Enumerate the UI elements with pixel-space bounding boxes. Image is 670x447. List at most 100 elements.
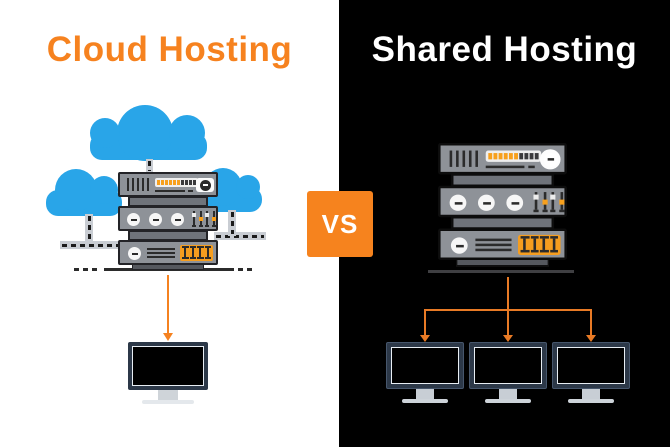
- dial-icon: [449, 194, 467, 211]
- slider-icon: [192, 211, 196, 228]
- server-connector: [450, 215, 555, 230]
- led-strip-icon: [485, 150, 542, 162]
- monitor-frame: [469, 342, 547, 389]
- server-base-dash: [238, 268, 254, 271]
- cable-plug-icon: [549, 236, 558, 253]
- knob-dot: [199, 179, 211, 191]
- network-link-icon: [228, 210, 236, 236]
- cloud-icon: [90, 105, 207, 161]
- cable-plug-icon: [539, 236, 548, 253]
- client-monitor-icon: [386, 342, 464, 404]
- monitor-screen: [474, 347, 542, 384]
- client-monitor-icon: [128, 342, 208, 404]
- panel-lines: [147, 248, 175, 260]
- cable-plug-icon: [204, 246, 212, 259]
- panel-line: [155, 190, 185, 192]
- vs-badge: VS: [307, 191, 373, 257]
- slider-icon: [211, 211, 216, 228]
- distribution-drop-line: [424, 309, 426, 336]
- cable-plug-icon: [182, 246, 189, 259]
- distribution-arrowhead-icon: [586, 335, 596, 342]
- cloud-bump: [117, 105, 173, 161]
- network-link-icon: [85, 214, 93, 245]
- cloud-bump: [169, 115, 205, 151]
- led-strip-icon: [155, 178, 198, 187]
- cable-plug-icon: [189, 246, 197, 259]
- monitor-foot: [485, 399, 531, 403]
- client-monitor-icon: [552, 342, 630, 404]
- cable-plug-icon: [530, 236, 539, 253]
- distribution-drop-line: [507, 309, 509, 336]
- dial-icon: [128, 247, 141, 260]
- minus-glyph: [547, 158, 554, 161]
- cloud-server-icon: [118, 172, 218, 271]
- client-monitor-icon: [469, 342, 547, 404]
- cloud-bump: [90, 176, 118, 204]
- server-unit-bottom: [118, 240, 218, 265]
- shared-hosting-title: Shared Hosting: [371, 30, 638, 69]
- slider-icon: [205, 211, 209, 228]
- monitor-screen: [132, 346, 204, 386]
- monitor-foot: [142, 400, 194, 404]
- panel-lines: [475, 238, 512, 254]
- cloud-hosting-title: Cloud Hosting: [46, 30, 293, 69]
- downlink-arrowhead-icon: [163, 333, 173, 341]
- monitor-stand: [158, 390, 178, 400]
- server-unit-bottom: [438, 228, 567, 260]
- distribution-arrowhead-icon: [503, 335, 513, 342]
- cable-panel-icon: [517, 234, 561, 255]
- distribution-stem-line: [507, 277, 509, 310]
- network-link-icon: [146, 159, 153, 173]
- panel-line: [188, 190, 193, 192]
- server-unit-top: [438, 143, 567, 175]
- network-link-icon: [60, 241, 120, 249]
- monitor-stand: [416, 389, 434, 399]
- server-unit-top: [118, 172, 218, 197]
- dial-icon: [149, 213, 162, 226]
- downlink-arrow-line: [167, 275, 169, 334]
- cable-plug-icon: [520, 236, 529, 253]
- panel-line: [485, 165, 525, 169]
- cable-panel-icon: [180, 244, 213, 261]
- slider-bank-icon: [192, 211, 216, 228]
- cloud-icon: [46, 169, 122, 216]
- monitor-screen: [391, 347, 459, 384]
- distribution-drop-line: [590, 309, 592, 336]
- shared-server-icon: [438, 143, 567, 268]
- dial-icon: [506, 194, 524, 211]
- monitor-frame: [386, 342, 464, 389]
- cloud-bump: [236, 175, 260, 199]
- dial-icon: [477, 194, 495, 211]
- monitor-stand: [499, 389, 517, 399]
- slider-icon: [541, 192, 548, 213]
- minus-glyph: [202, 184, 208, 186]
- dial-row: [449, 194, 524, 211]
- cloud-bump: [90, 118, 120, 148]
- monitor-screen: [557, 347, 625, 384]
- slider-icon: [533, 192, 539, 213]
- panel-line: [528, 165, 535, 169]
- network-link-icon: [214, 232, 266, 240]
- monitor-foot: [402, 399, 448, 403]
- server-base-line: [428, 270, 574, 273]
- dial-row: [127, 213, 184, 226]
- knob-dot: [543, 152, 558, 167]
- dial-icon: [450, 237, 468, 254]
- vent-bars-icon: [449, 150, 478, 167]
- vs-badge-label: VS: [321, 208, 359, 239]
- vent-bars-icon: [127, 178, 149, 191]
- slider-icon: [558, 192, 564, 213]
- monitor-foot: [568, 399, 614, 403]
- dial-icon: [171, 213, 184, 226]
- distribution-arrowhead-icon: [420, 335, 430, 342]
- cable-plug-icon: [197, 246, 204, 259]
- server-unit-middle: [438, 185, 567, 218]
- monitor-frame: [552, 342, 630, 389]
- server-connector: [450, 173, 555, 188]
- dial-icon: [127, 213, 140, 226]
- server-unit-middle: [118, 206, 218, 231]
- server-base-dash: [74, 268, 100, 271]
- slider-icon: [198, 211, 203, 228]
- slider-bank-icon: [533, 192, 564, 213]
